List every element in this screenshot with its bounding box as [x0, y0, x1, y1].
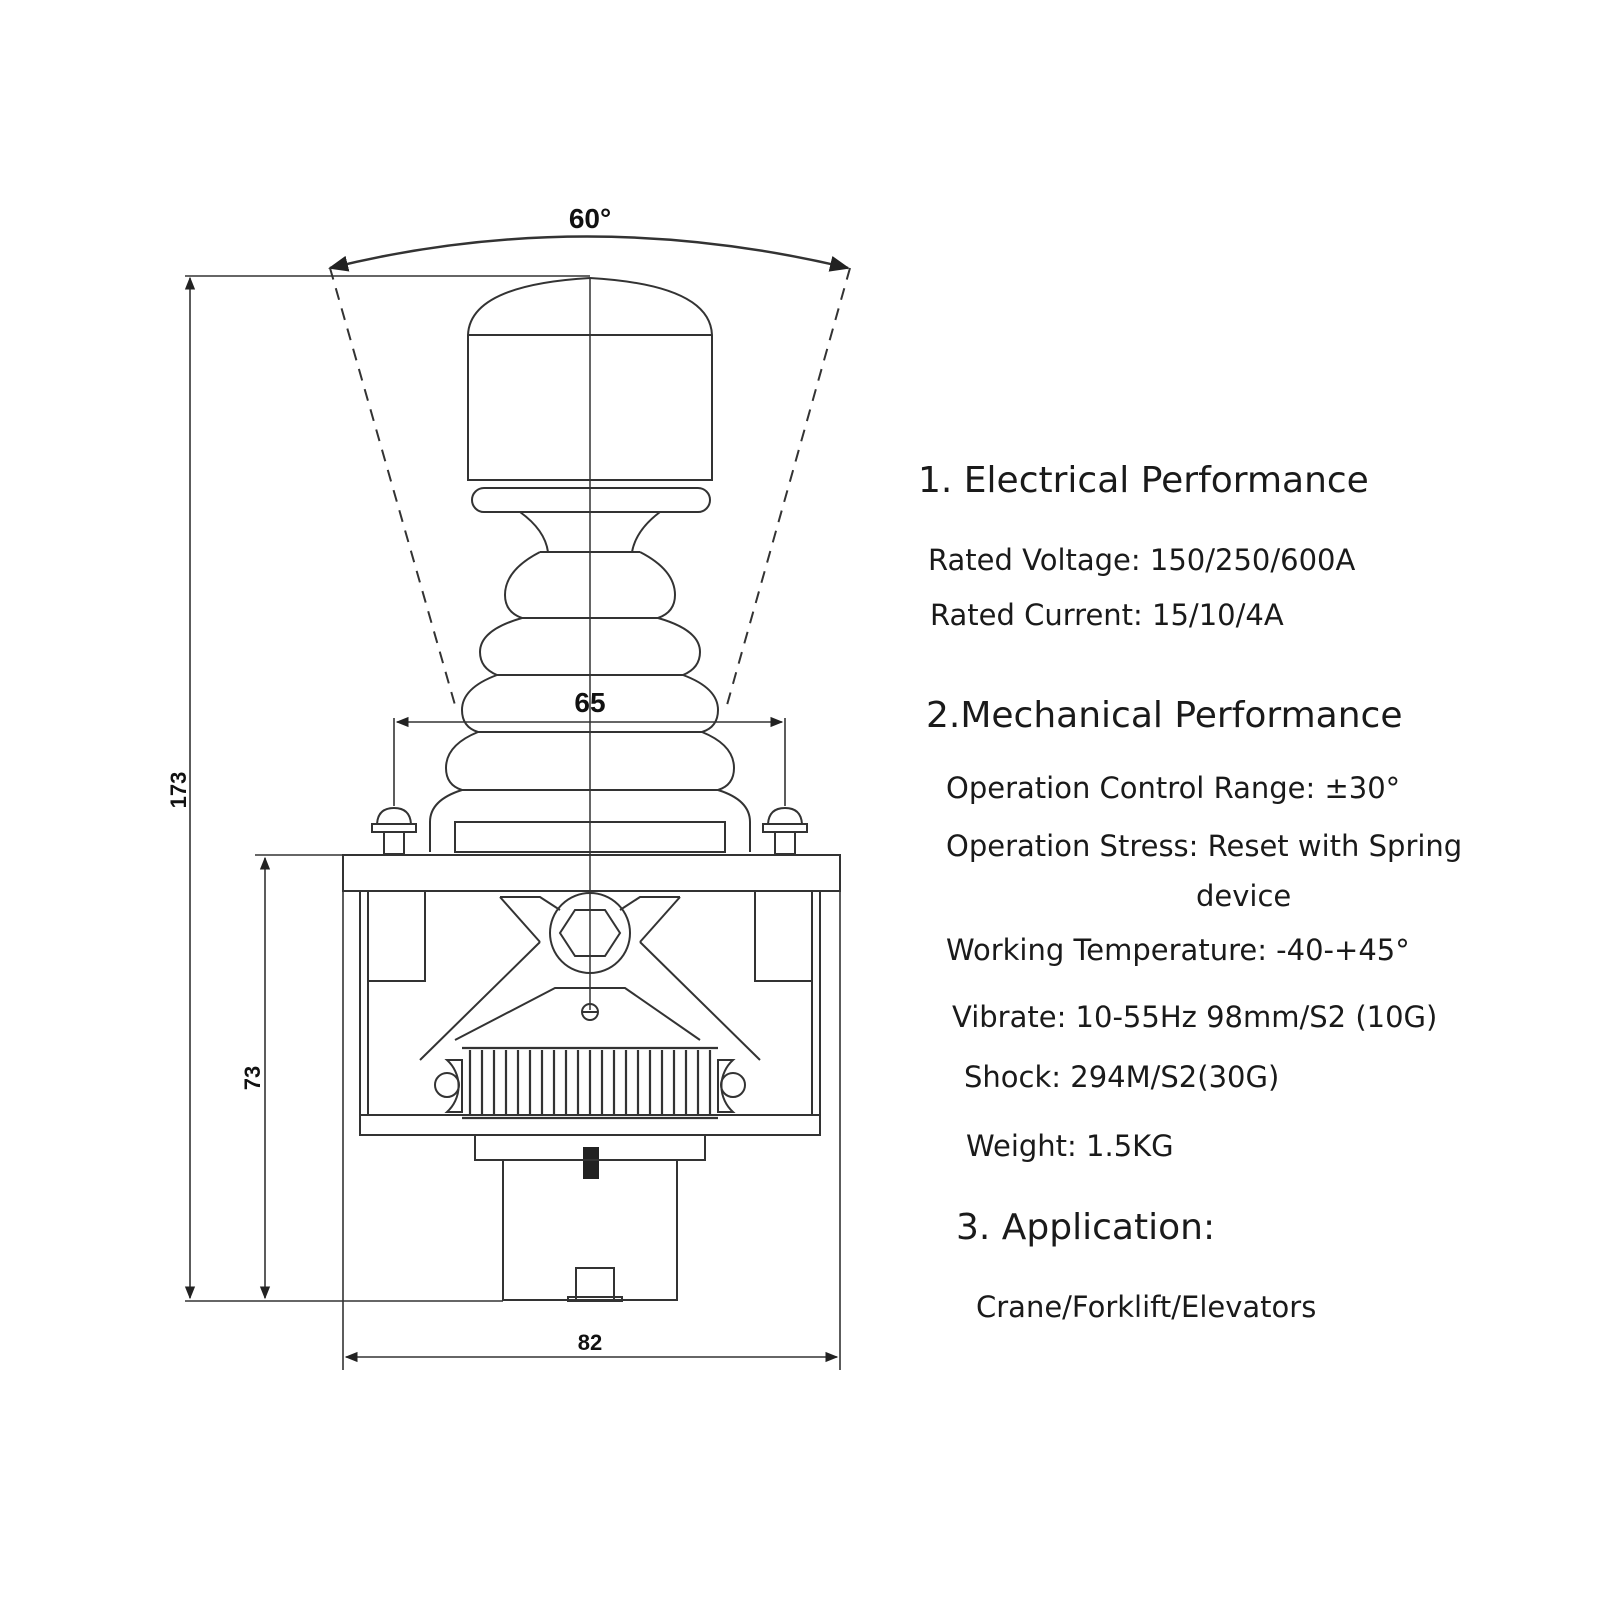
mount-span-dimension: 65	[574, 687, 605, 718]
width-dimension: 82	[578, 1330, 602, 1355]
rated-voltage: Rated Voltage: 150/250/600A	[928, 543, 1356, 577]
working-temperature: Working Temperature: -40-+45°	[946, 933, 1410, 967]
linkage	[419, 892, 761, 1113]
body-height-dimension: 73	[240, 1066, 265, 1090]
bellows	[429, 511, 751, 853]
knob	[467, 276, 713, 513]
vibrate: Vibrate: 10-55Hz 98mm/S2 (10G)	[952, 1000, 1438, 1034]
electrical-heading: 1. Electrical Performance	[918, 460, 1369, 501]
application-heading: 3. Application:	[956, 1207, 1216, 1248]
detent-pin	[583, 1147, 599, 1179]
operation-stress: Operation Stress: Reset with Spring	[946, 829, 1463, 863]
mechanical-heading: 2.Mechanical Performance	[926, 695, 1403, 736]
rated-current: Rated Current: 15/10/4A	[930, 598, 1284, 632]
dimension-lines	[184, 275, 841, 1370]
operation-stress-continued: device	[1196, 879, 1292, 913]
swing-limit-right	[726, 267, 851, 706]
mount-screw-left	[371, 806, 417, 855]
mount-screw-right	[762, 806, 808, 855]
application-uses: Crane/Forklift/Elevators	[976, 1290, 1317, 1324]
shock: Shock: 294M/S2(30G)	[964, 1060, 1280, 1094]
weight: Weight: 1.5KG	[966, 1129, 1174, 1163]
control-range: Operation Control Range: ±30°	[946, 771, 1401, 805]
angle-dimension: 60°	[569, 203, 611, 234]
height-dimension: 173	[166, 772, 191, 809]
top-plate	[342, 854, 841, 892]
return-spring	[462, 1046, 718, 1120]
angle-arc	[328, 235, 850, 272]
swing-limit-left	[329, 267, 456, 706]
